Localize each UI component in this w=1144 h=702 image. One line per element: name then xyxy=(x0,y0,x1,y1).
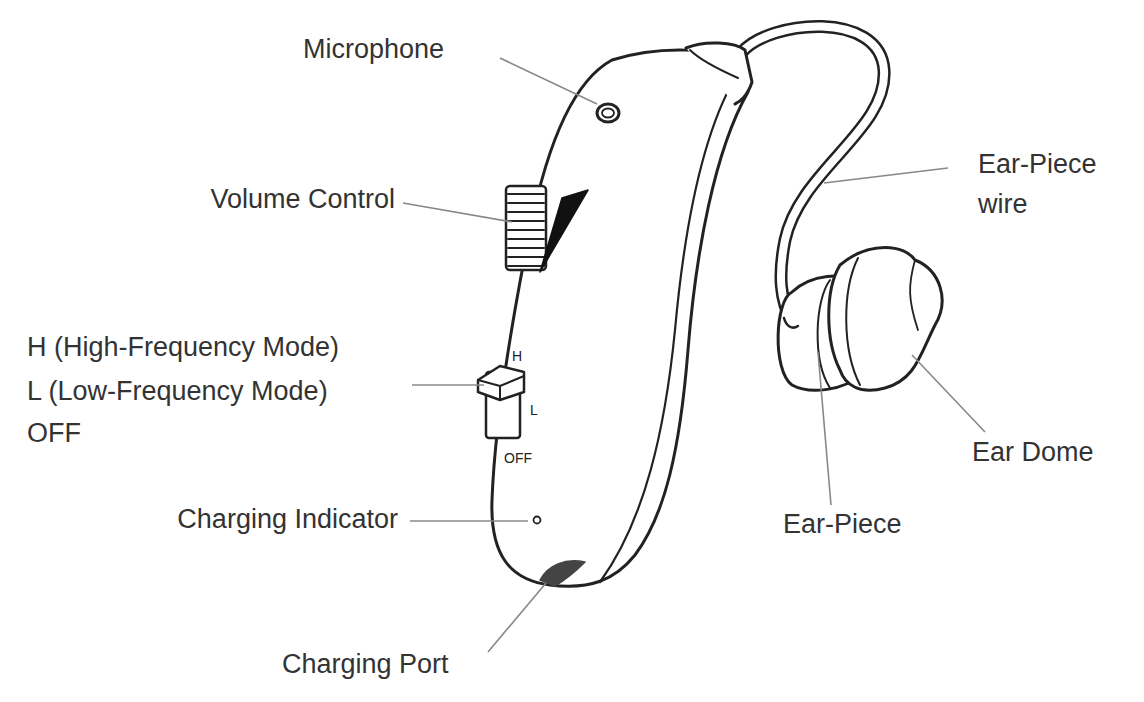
switch-mark: H xyxy=(512,349,522,363)
part-label: Microphone xyxy=(303,30,444,69)
part-label: Charging Port xyxy=(282,645,449,684)
part-label: Ear-Piece wire xyxy=(978,144,1128,225)
part-label: Charging Indicator xyxy=(177,500,398,539)
switch-mode-label: L (Low-Frequency Mode) xyxy=(27,372,328,411)
switch-mode-label: H (High-Frequency Mode) xyxy=(27,328,339,367)
part-label: Ear Dome xyxy=(972,433,1094,472)
switch-mode-label: OFF xyxy=(27,414,81,453)
switch-mark: OFF xyxy=(504,451,532,465)
switch-mark: L xyxy=(530,403,538,417)
part-label: Ear-Piece xyxy=(783,505,902,544)
part-label: Volume Control xyxy=(210,180,395,219)
